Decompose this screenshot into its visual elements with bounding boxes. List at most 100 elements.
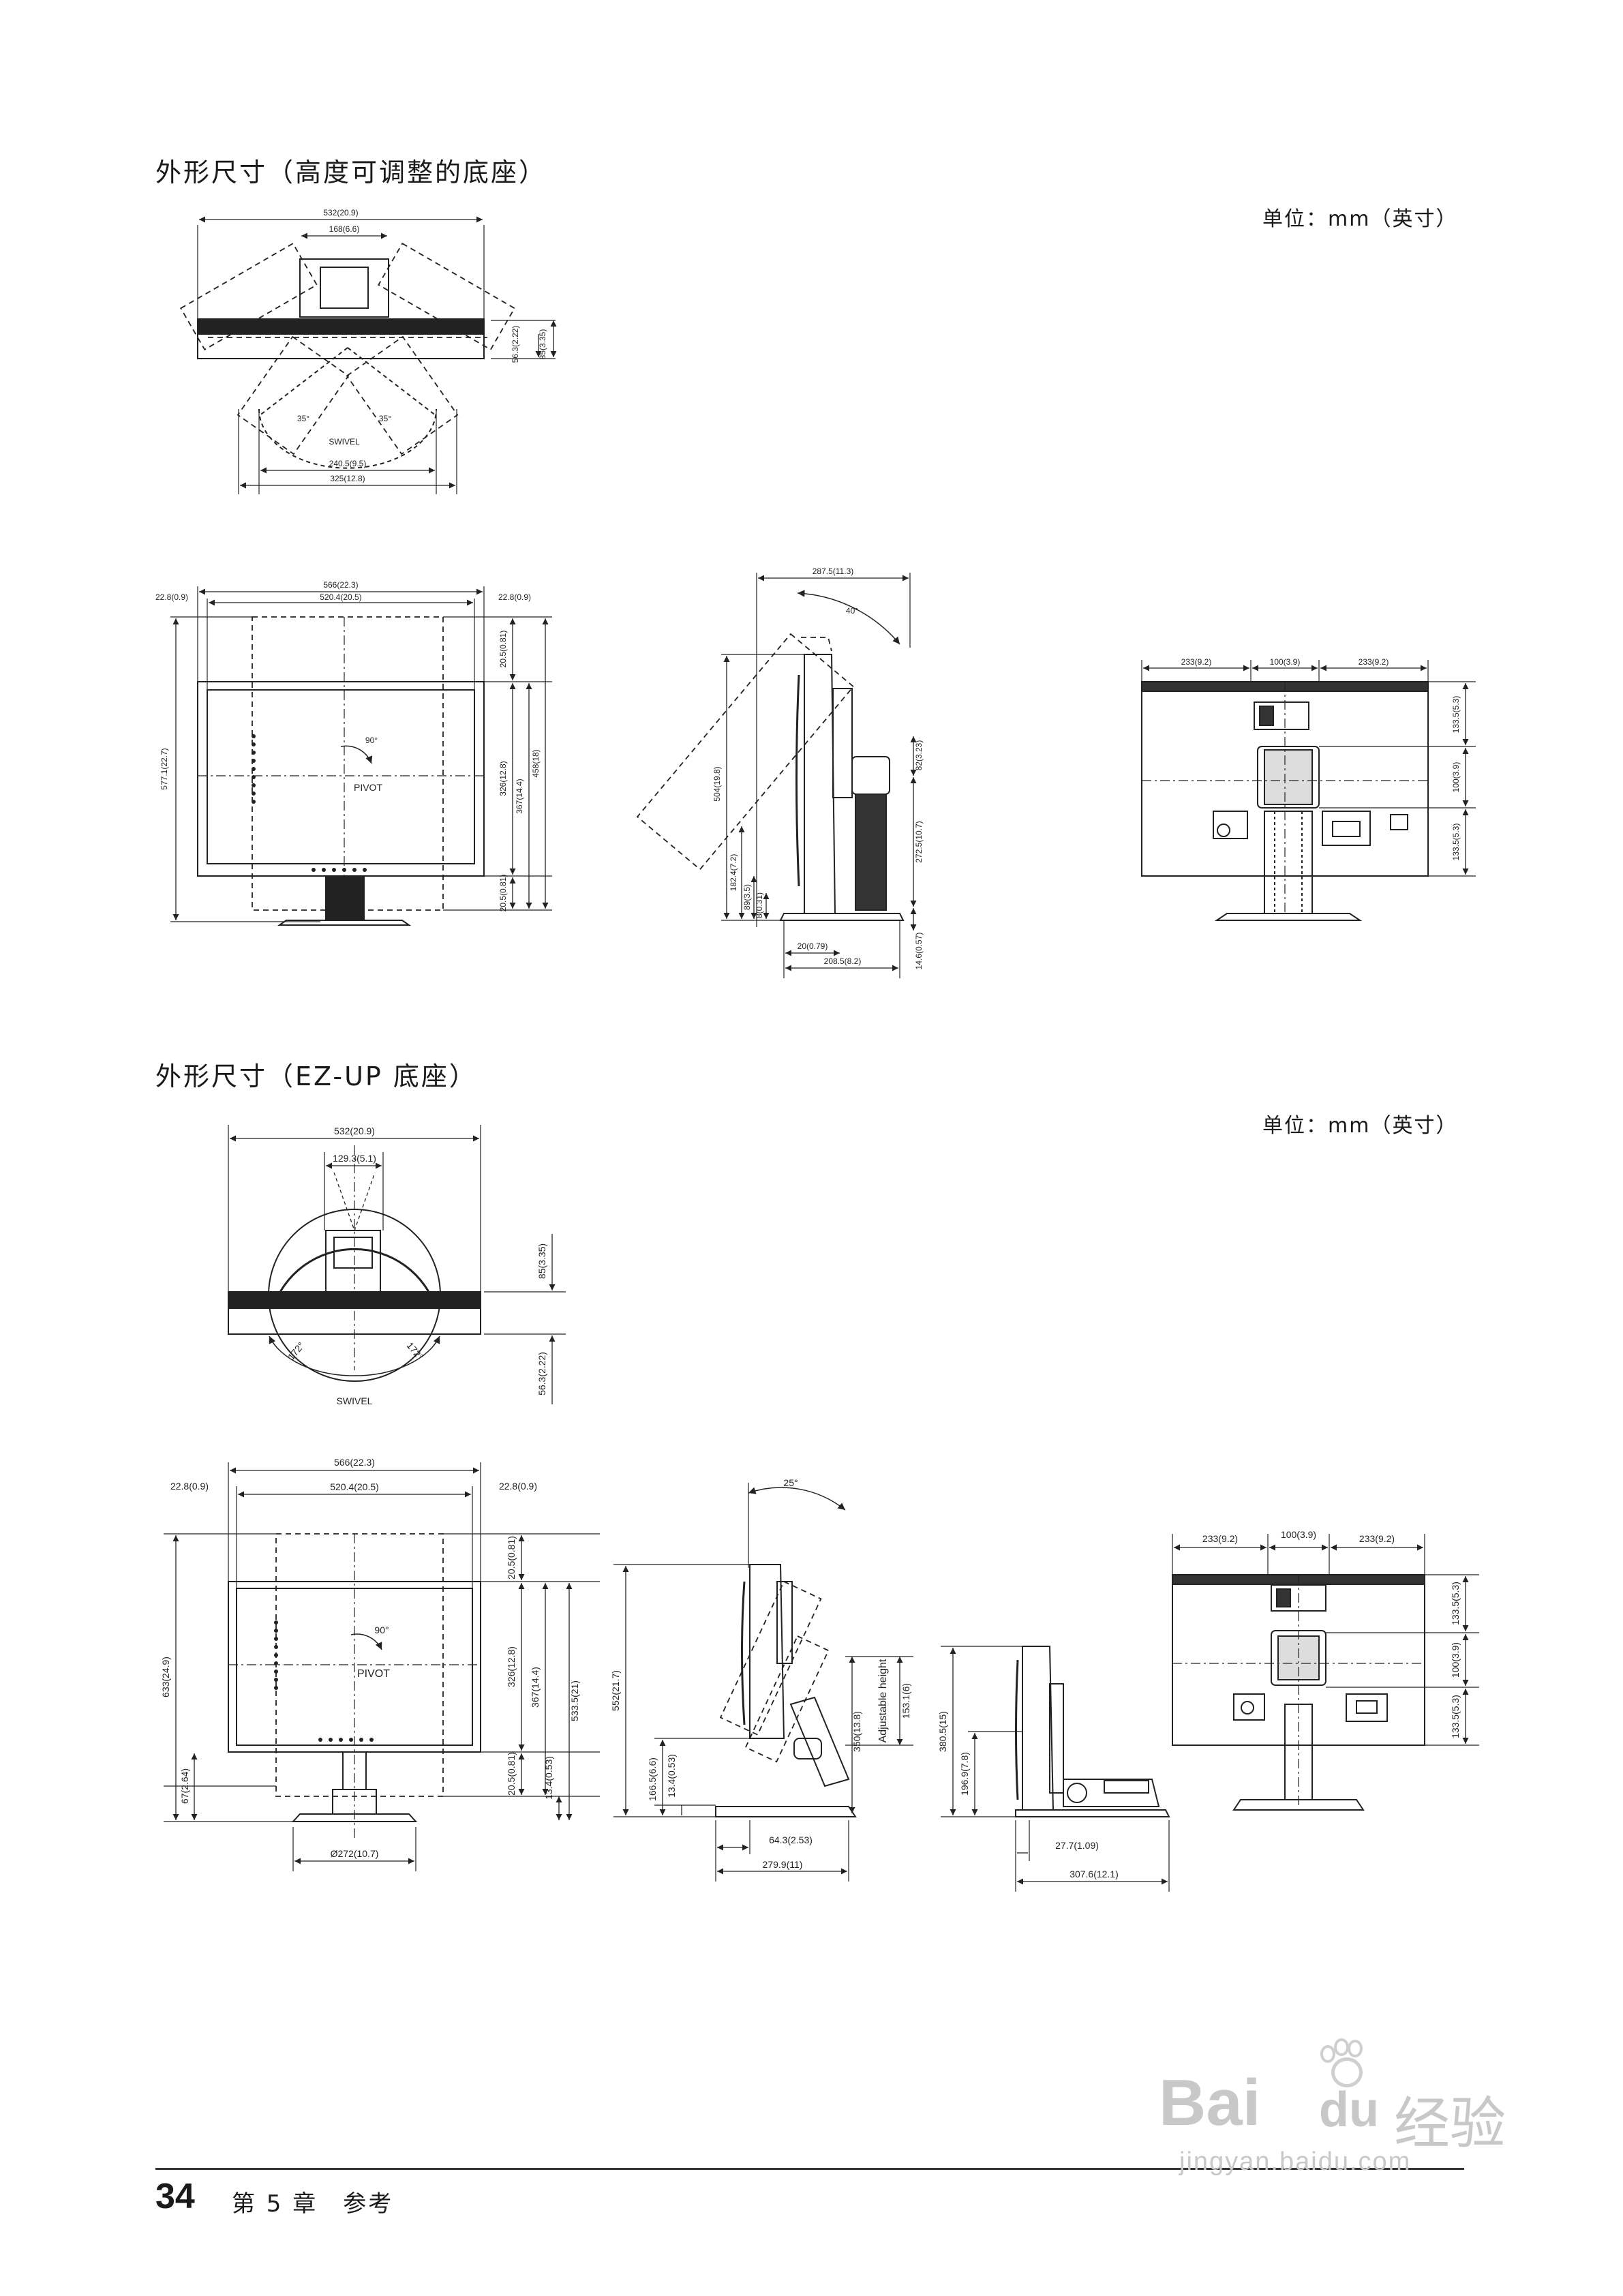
s1-front-m228r: 22.8(0.9) xyxy=(498,592,531,602)
s2-front-h67: 67(2.64) xyxy=(179,1768,190,1804)
s2-front-bezel-dots xyxy=(274,1620,374,1742)
s2-front-pivot: PIVOT xyxy=(357,1668,390,1680)
s2-side-h134: 13.4(0.53) xyxy=(666,1754,677,1798)
footer-rule xyxy=(155,2168,1464,2170)
section2-title: 外形尺寸（EZ-UP 底座） xyxy=(155,1061,477,1091)
s1-top-view xyxy=(179,216,557,494)
s1-rear-w233l: 233(9.2) xyxy=(1181,657,1212,667)
s2-front-a90: 90° xyxy=(374,1625,389,1635)
baidu-watermark: Bai du 经验 jingyan.baidu.com xyxy=(1159,2038,1541,2176)
s1-top-a35l: 35° xyxy=(297,414,309,423)
s1-front-h205t: 20.5(0.81) xyxy=(498,631,508,668)
s1-front-h367: 367(14.4) xyxy=(515,779,524,813)
s2-side2-w307: 307.6(12.1) xyxy=(1070,1869,1119,1879)
s2-side-h350: 350(13.8) xyxy=(851,1711,862,1752)
s1-top-d85: 85(3.35) xyxy=(538,329,547,360)
s1-top-w168: 168(6.6) xyxy=(329,224,360,234)
s2-side-h166: 166.5(6.6) xyxy=(647,1757,658,1801)
s1-side-h504: 504(19.8) xyxy=(712,766,722,801)
s2-rear-h100: 100(3.9) xyxy=(1450,1642,1461,1678)
section1-title: 外形尺寸（高度可调整的底座） xyxy=(155,157,547,187)
s2-side-adj: Adjustable height xyxy=(877,1659,889,1742)
s1-side-h82: 82(3.23) xyxy=(914,740,924,771)
s1-top-w240: 240.5(9.5) xyxy=(329,459,367,468)
s1-rear-view xyxy=(1141,660,1476,921)
s2-front-w566: 566(22.3) xyxy=(334,1457,375,1468)
s1-front-w566: 566(22.3) xyxy=(323,580,358,590)
s2-front-h326: 326(12.8) xyxy=(506,1646,517,1687)
s2-front-base: Ø272(10.7) xyxy=(331,1848,379,1859)
s2-side-w279: 279.9(11) xyxy=(763,1859,803,1870)
s2-rear-w100: 100(3.9) xyxy=(1281,1529,1316,1540)
s2-top-d56: 56.3(2.22) xyxy=(536,1352,547,1395)
s2-top-w129: 129.3(5.1) xyxy=(333,1153,376,1164)
s1-front-m228l: 22.8(0.9) xyxy=(155,592,188,602)
s2-top-view xyxy=(228,1125,566,1404)
s1-top-swivel: SWIVEL xyxy=(329,437,360,447)
s1-front-h205b: 20.5(0.81) xyxy=(498,875,508,912)
s2-front-h205b: 20.5(0.81) xyxy=(506,1752,517,1796)
s1-side-h182: 182.4(7.2) xyxy=(729,854,738,892)
watermark-brand: Bai xyxy=(1159,2066,1261,2139)
s1-side-a40: 40° xyxy=(846,606,858,616)
s2-front-w520: 520.4(20.5) xyxy=(330,1481,379,1492)
s2-top-a172r: 172° xyxy=(404,1340,425,1362)
s2-front-view xyxy=(164,1462,600,1871)
s1-side-h146: 14.6(0.57) xyxy=(914,933,924,970)
s2-rear-w233r: 233(9.2) xyxy=(1359,1533,1395,1544)
s1-top-a35r: 35° xyxy=(379,414,391,423)
s2-rear-view xyxy=(1172,1534,1479,1811)
watermark-suffix: 经验 xyxy=(1394,2091,1506,2156)
s2-side-view xyxy=(613,1483,913,1882)
s2-top-d85: 85(3.35) xyxy=(536,1243,547,1279)
s1-rear-w233r: 233(9.2) xyxy=(1359,657,1389,667)
s2-top-a172l: 172° xyxy=(286,1340,307,1362)
s1-front-h458: 458(18) xyxy=(531,749,541,777)
s1-side-h8: 8(0.31) xyxy=(755,892,764,918)
s1-front-h326: 326(12.8) xyxy=(498,761,508,796)
s2-front-h533: 533.5(21) xyxy=(569,1680,580,1721)
s2-front-m228l: 22.8(0.9) xyxy=(170,1481,209,1492)
watermark-brand2: du xyxy=(1319,2083,1379,2137)
s1-rear-h133t: 133.5(5.3) xyxy=(1451,696,1461,734)
s1-front-w520: 520.4(20.5) xyxy=(320,592,361,602)
section2-unit: 单位：mm（英寸） xyxy=(1262,1114,1458,1138)
s2-front-h633: 633(24.9) xyxy=(160,1657,171,1697)
s2-front-h367: 367(14.4) xyxy=(530,1667,541,1708)
s2-side-h153: 153.1(6) xyxy=(900,1683,911,1719)
s1-front-bezel-dots xyxy=(252,734,367,872)
s2-side2-h380: 380.5(15) xyxy=(937,1711,948,1752)
s2-side2-w27: 27.7(1.09) xyxy=(1055,1840,1099,1851)
s1-front-h577: 577.1(22.7) xyxy=(160,748,169,789)
s1-side-h272: 272.5(10.7) xyxy=(914,821,924,862)
s1-side-view xyxy=(636,573,917,978)
s1-front-view xyxy=(170,586,552,926)
s1-top-d56: 56.3(2.22) xyxy=(511,326,520,363)
s1-top-w532: 532(20.9) xyxy=(323,208,358,217)
s2-top-swivel: SWIVEL xyxy=(337,1395,373,1406)
s2-side-h552: 552(21.7) xyxy=(610,1670,621,1711)
chapter-label: 第 5 章 参考 xyxy=(232,2190,394,2218)
s1-rear-w100: 100(3.9) xyxy=(1270,657,1301,667)
page-number: 34 xyxy=(155,2177,195,2216)
s2-front-h205t: 20.5(0.81) xyxy=(506,1536,517,1580)
s1-side-w20: 20(0.79) xyxy=(798,941,828,951)
s2-side-w64: 64.3(2.53) xyxy=(769,1834,813,1845)
s2-side2-h196: 196.9(7.8) xyxy=(959,1752,970,1796)
s1-top-w325: 325(12.8) xyxy=(330,474,365,483)
s1-side-h89: 89(3.5) xyxy=(742,884,752,910)
s1-front-pivot: PIVOT xyxy=(354,782,382,793)
s2-front-h134: 13.4(0.53) xyxy=(543,1756,554,1800)
s1-side-w287: 287.5(11.3) xyxy=(813,567,854,576)
s2-rear-h133b: 133.5(5.3) xyxy=(1450,1695,1461,1738)
s1-rear-h133b: 133.5(5.3) xyxy=(1451,824,1461,861)
s1-rear-h100: 100(3.9) xyxy=(1451,762,1461,793)
s2-side-a25: 25° xyxy=(783,1477,798,1488)
section1-unit: 单位：mm（英寸） xyxy=(1262,207,1458,231)
watermark-url: jingyan.baidu.com xyxy=(1179,2147,1412,2176)
s2-rear-h133t: 133.5(5.3) xyxy=(1450,1582,1461,1625)
paw-icon xyxy=(1319,2038,1367,2087)
s2-side2-view xyxy=(941,1646,1170,1892)
s2-top-w532: 532(20.9) xyxy=(334,1126,375,1136)
